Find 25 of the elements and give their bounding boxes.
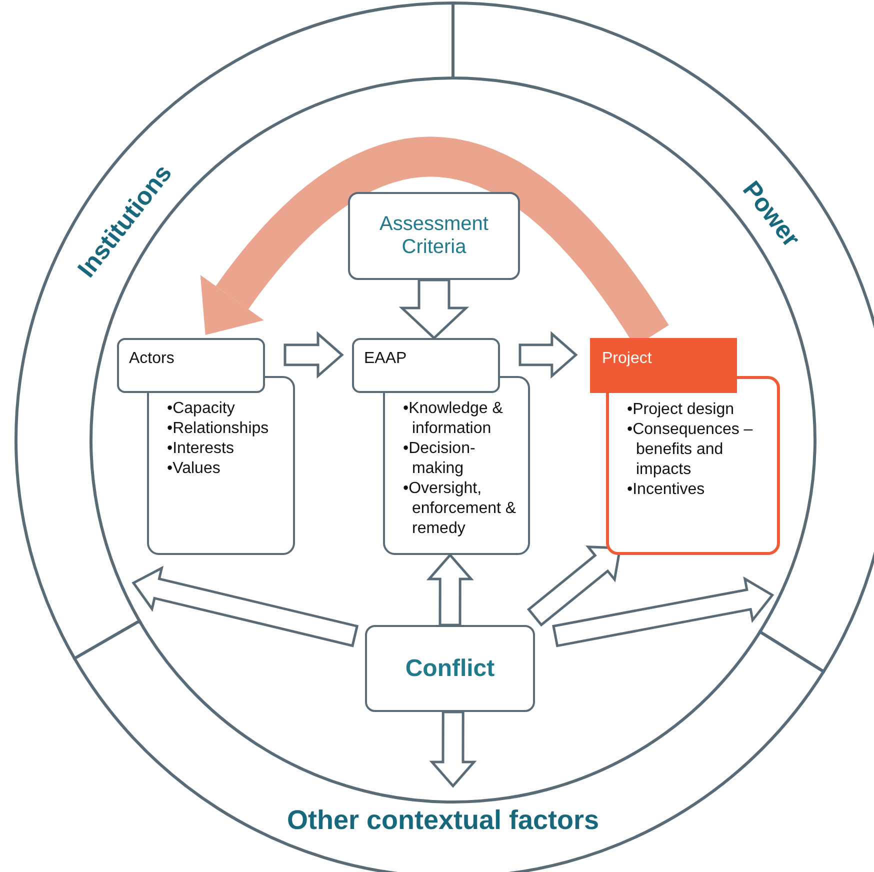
list-item: •Incentives — [627, 480, 706, 500]
block-arrow — [429, 710, 477, 788]
list-item: •Values — [167, 459, 222, 479]
block-arrow — [426, 553, 474, 626]
list-item: •Interests — [167, 439, 235, 459]
ring-segment — [73, 620, 826, 872]
card-header: EAAP — [352, 338, 500, 393]
block-arrow — [398, 278, 470, 340]
card-header: Project — [590, 338, 737, 393]
block-arrow — [284, 331, 344, 379]
block-arrow — [526, 546, 622, 627]
list-item: •Decision-making — [403, 439, 476, 479]
list-item: •Relationships — [167, 419, 270, 439]
block-arrow — [518, 331, 578, 379]
list-item: •Knowledge & information — [403, 399, 504, 439]
card-header: Actors — [117, 338, 265, 393]
list-item: •Oversight, enforcement & remedy — [403, 479, 518, 539]
list-item: •Capacity — [167, 399, 236, 419]
block-arrow — [132, 566, 359, 648]
segment-label: Other contextual factors — [286, 805, 600, 836]
text-box: Conflict — [365, 625, 535, 712]
block-arrow — [552, 576, 774, 648]
list-item: •Consequences – benefits and impacts — [627, 420, 754, 480]
list-item: •Project design — [627, 400, 735, 420]
text-box: Assessment Criteria — [348, 192, 520, 280]
